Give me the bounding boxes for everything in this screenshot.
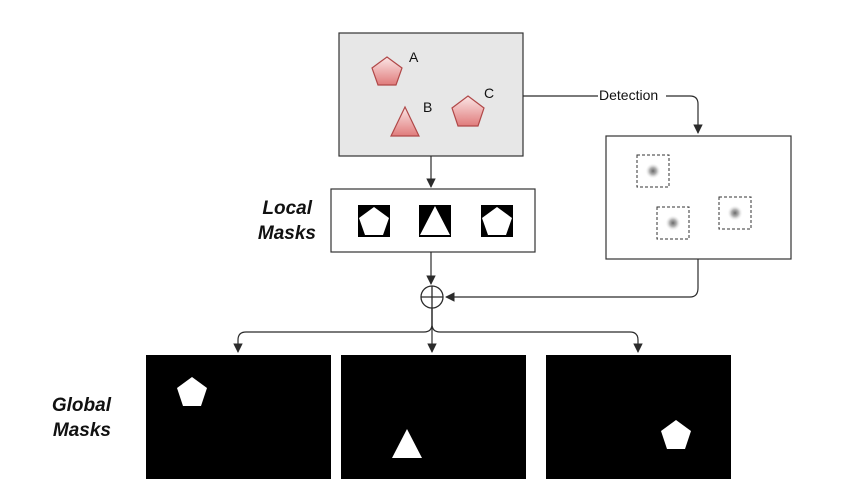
shape-c-pentagon: [451, 95, 485, 127]
detection-result-panel: [605, 135, 792, 260]
local-masks-label-line1: Local: [262, 198, 312, 219]
shape-a-pentagon: [371, 56, 403, 86]
global-masks-label-line2: Masks: [53, 420, 111, 441]
combine-operator-icon: [420, 285, 444, 309]
global-masks-label-line1: Global: [52, 395, 112, 416]
combine-to-global-arrows: [233, 308, 643, 353]
label-b: B: [423, 99, 432, 115]
label-c: C: [484, 85, 494, 101]
global-mask-a: [146, 355, 331, 479]
detection-label: Detection: [599, 87, 658, 103]
local-masks-label-line2: Masks: [258, 223, 316, 244]
global-mask-b: [341, 355, 526, 479]
shape-b-triangle: [390, 105, 420, 137]
detection-box-1: [636, 154, 670, 188]
label-a: A: [409, 49, 419, 65]
local-mask-triangle-b: [419, 205, 451, 237]
detection-box-2: [718, 196, 752, 230]
local-mask-pentagon-c: [481, 205, 513, 237]
detection-box-3: [656, 206, 690, 240]
local-masks-panel: [330, 188, 536, 253]
detection-connector: [523, 95, 703, 134]
detection-to-combine-arrow: [445, 259, 699, 302]
global-mask-c: [546, 355, 731, 479]
input-image-panel: A B C: [338, 32, 524, 157]
local-mask-pentagon-a: [358, 205, 390, 237]
